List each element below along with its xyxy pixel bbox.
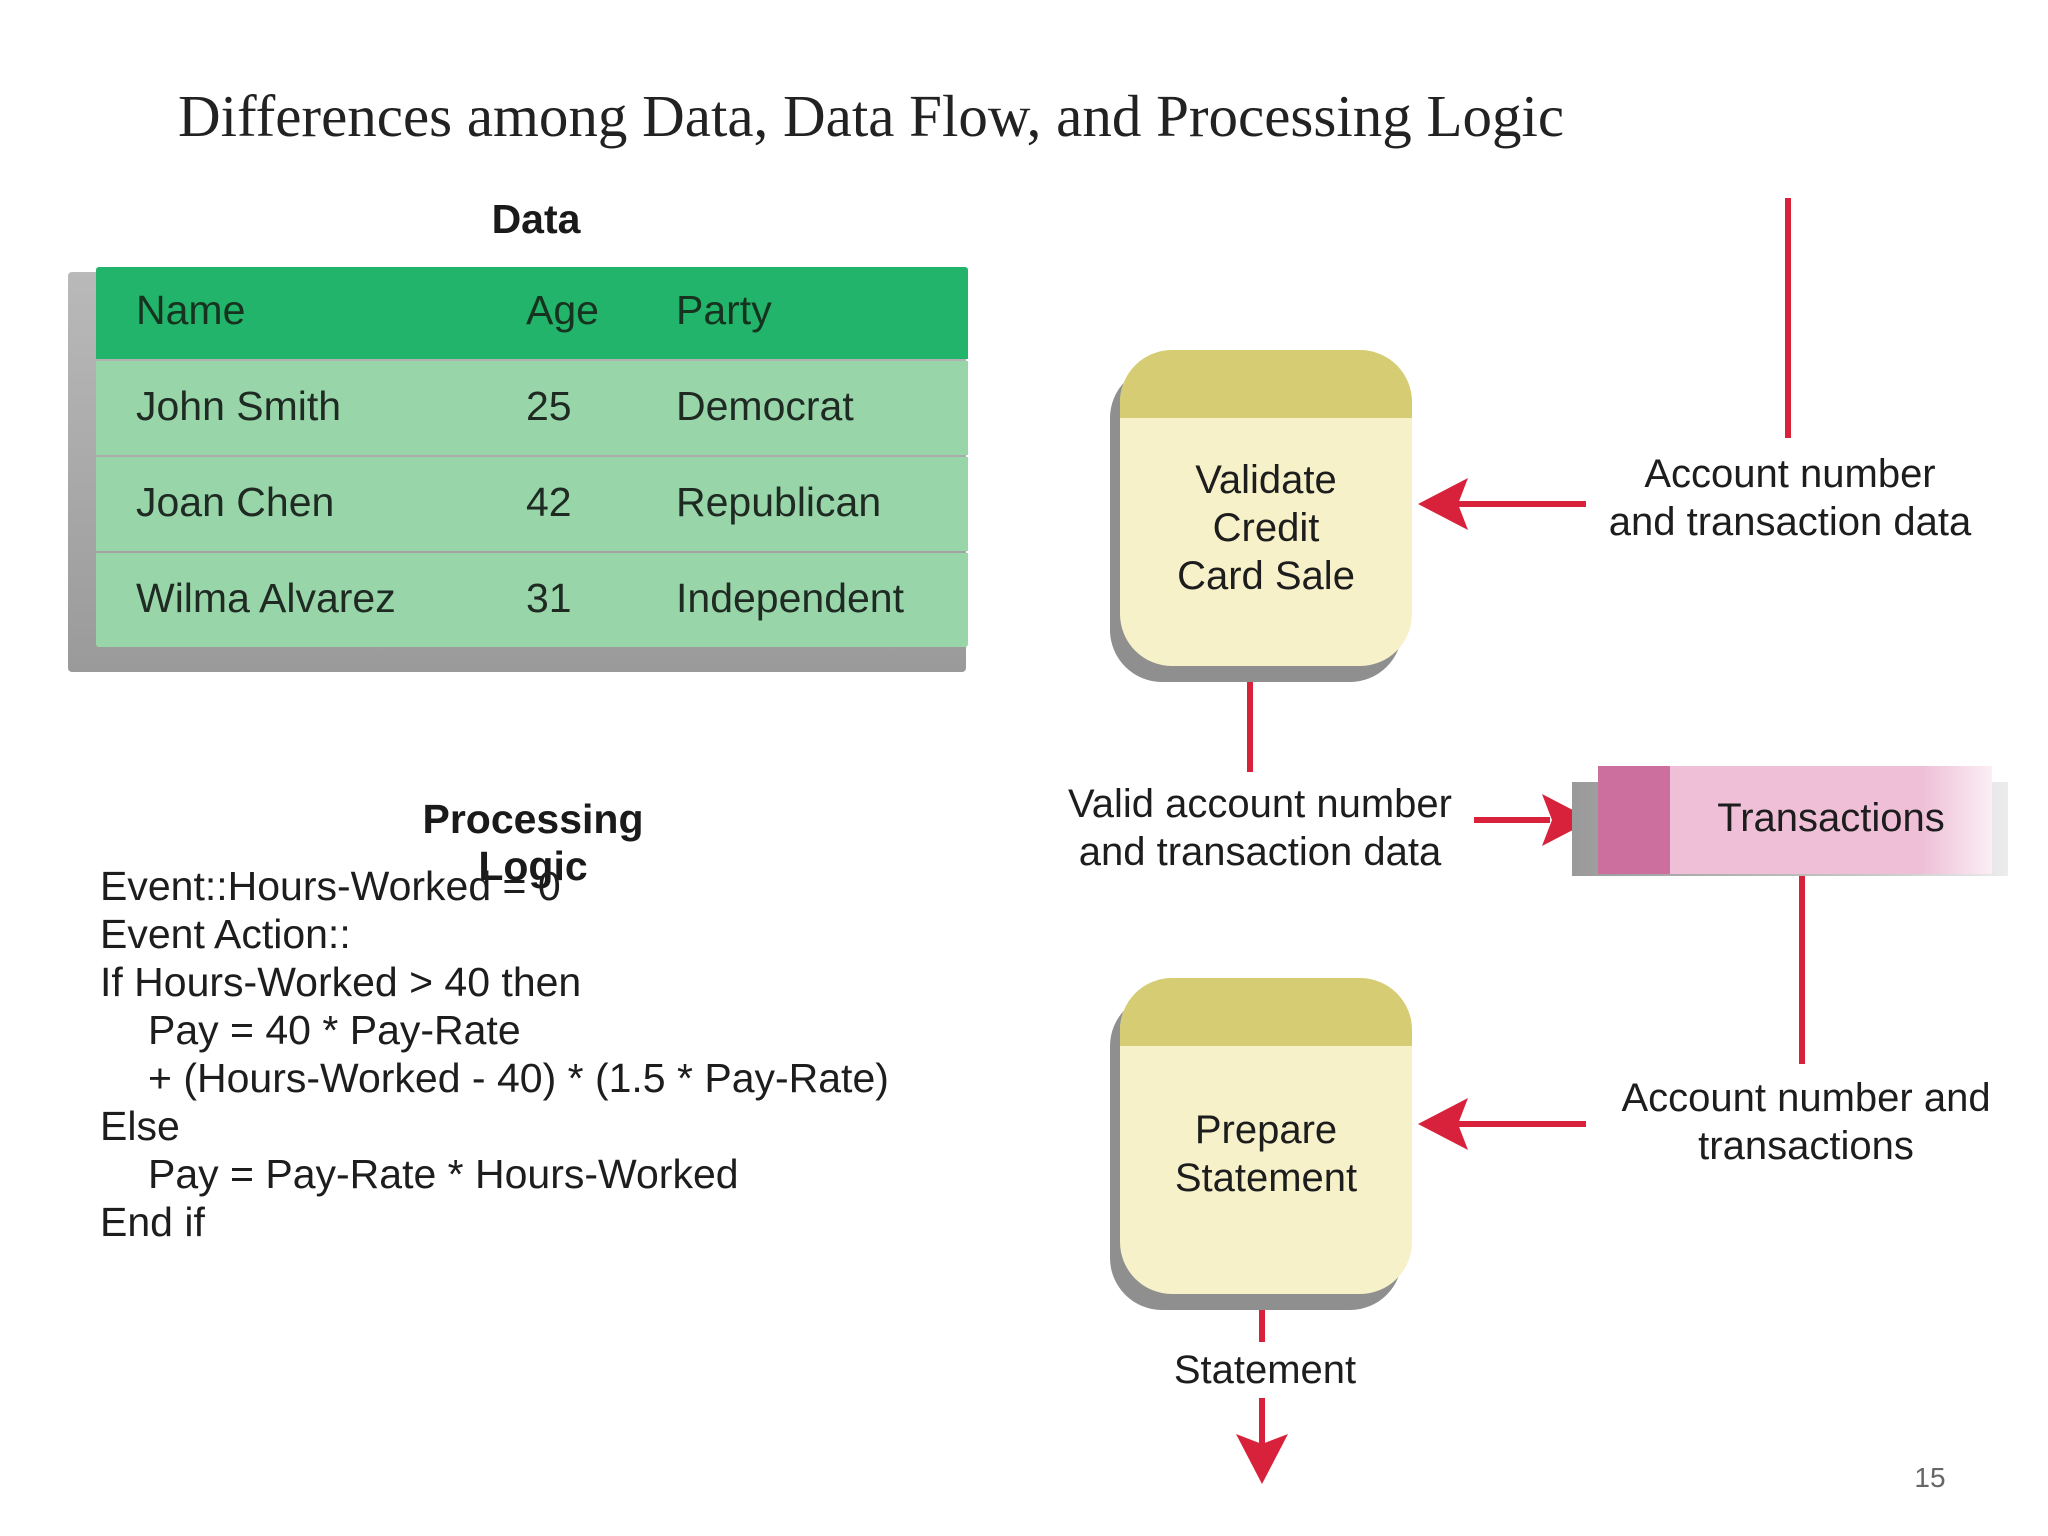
data-heading: Data: [491, 196, 581, 242]
flow-label-line: Account number: [1644, 452, 1936, 496]
process-label: Validate Credit Card Sale: [1120, 456, 1412, 600]
arrow-to-transactions: [1474, 794, 1592, 846]
cell-name: Wilma Alvarez: [136, 575, 396, 621]
process-label-line: Statement: [1174, 1156, 1358, 1200]
flow-label-line: transactions: [1698, 1124, 1914, 1168]
data-store-transactions: Transactions: [1598, 766, 1992, 874]
process-label-line: Prepare: [1194, 1108, 1338, 1152]
flow-label-line: and transaction data: [1078, 830, 1442, 874]
table-row: John Smith 25 Democrat: [96, 361, 968, 455]
column-header-age: Age: [526, 287, 599, 333]
page-number: 15: [1914, 1462, 1946, 1493]
flow-label-line: Valid account number: [1068, 782, 1452, 826]
cell-age: 31: [526, 575, 572, 621]
logic-line: Pay = Pay-Rate * Hours-Worked: [148, 1151, 739, 1197]
process-label: Prepare Statement: [1120, 1106, 1412, 1202]
page-title: Differences among Data, Data Flow, and P…: [178, 83, 1565, 149]
flow-label-account-transaction-data: Account number and transaction data: [1590, 450, 1990, 546]
flow-label-line: Account number and: [1621, 1076, 1991, 1120]
arrow-to-prepare: [1418, 1098, 1586, 1150]
data-store-tab: [1598, 766, 1670, 874]
cell-age: 42: [526, 479, 572, 525]
data-store-label: Transactions: [1717, 796, 1945, 840]
flow-label-account-transactions: Account number and transactions: [1596, 1074, 2016, 1170]
arrow-to-validate: [1418, 478, 1586, 530]
process-label-line: Credit: [1212, 506, 1320, 550]
logic-line: If Hours-Worked > 40 then: [100, 959, 582, 1005]
cell-name: Joan Chen: [136, 479, 335, 525]
logic-line: Event Action::: [100, 911, 351, 957]
process-prepare-statement: Prepare Statement: [1120, 978, 1412, 1294]
table-row: Joan Chen 42 Republican: [96, 457, 968, 551]
table-header-row: Name Age Party: [96, 267, 968, 359]
process-validate-credit-card-sale: Validate Credit Card Sale: [1120, 350, 1412, 666]
cell-party: Republican: [676, 479, 882, 525]
process-label-line: Card Sale: [1177, 554, 1355, 598]
process-label-line: Validate: [1195, 458, 1337, 502]
arrow-statement-out: [1236, 1296, 1288, 1484]
logic-line: Else: [100, 1103, 180, 1149]
process-header-band: [1120, 978, 1412, 1046]
data-table: Name Age Party John Smith 25 Democrat Jo…: [96, 267, 968, 647]
flow-label-line: and transaction data: [1608, 500, 1972, 544]
cell-party: Democrat: [676, 383, 854, 429]
processing-logic-heading: Processing Logic: [422, 796, 644, 889]
process-header-band: [1120, 350, 1412, 418]
cell-age: 25: [526, 383, 572, 429]
logic-line: + (Hours-Worked - 40) * (1.5 * Pay-Rate): [148, 1055, 889, 1101]
cell-party: Independent: [676, 575, 905, 621]
logic-line: End if: [100, 1199, 205, 1245]
table-row: Wilma Alvarez 31 Independent: [96, 553, 968, 647]
logic-line: Pay = 40 * Pay-Rate: [148, 1007, 521, 1053]
flow-label-statement: Statement: [1173, 1348, 1357, 1392]
column-header-party: Party: [676, 287, 772, 333]
column-header-name: Name: [136, 287, 246, 333]
cell-name: John Smith: [136, 383, 342, 429]
logic-line: Event::Hours-Worked = 0: [100, 863, 561, 909]
flow-label-valid-account: Valid account number and transaction dat…: [1040, 780, 1480, 876]
processing-logic-code: Event::Hours-Worked = 0 Event Action:: I…: [100, 863, 1000, 1247]
